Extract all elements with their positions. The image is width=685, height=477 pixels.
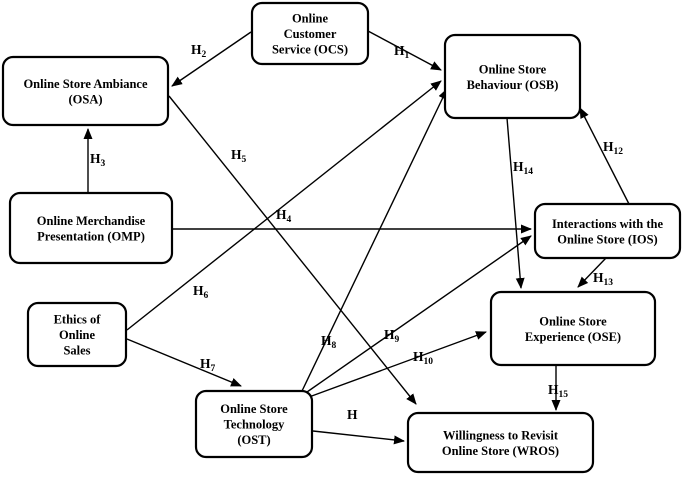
ethics-of-online-sales-box: [26, 301, 128, 368]
edge-label-h4: H4: [276, 207, 292, 225]
edge-ocs-to-osb: [367, 30, 442, 71]
edge-label-h: H: [347, 407, 358, 422]
edge-ost-to-ose: [308, 331, 487, 398]
online-customer-service-box: [250, 1, 370, 66]
edge-label-h5: H5: [231, 147, 247, 165]
online-store-experience-box: [489, 290, 657, 367]
edge-osa-to-wros: [168, 95, 417, 405]
edge-label-h12: H12: [603, 139, 623, 157]
online-store-behaviour-box: [443, 33, 582, 120]
edge-ost-to-osb: [301, 88, 448, 392]
edge-label-h14: H14: [513, 159, 533, 177]
node-online-store-ambiance: Online Store Ambiance(OSA): [1, 55, 170, 127]
edge-eos-to-ost: [126, 338, 242, 387]
interactions-with-online-store-box: [533, 202, 682, 260]
edge-label-h1: H1: [394, 43, 410, 61]
edge-label-h13: H13: [593, 270, 613, 288]
willingness-to-revisit-online-store-box: [406, 411, 595, 474]
edge-label-h2: H2: [191, 42, 207, 60]
online-store-technology-box: [194, 389, 314, 459]
edge-ost-to-ios: [306, 235, 532, 393]
edge-label-h6: H6: [193, 283, 209, 301]
edge-label-h7: H7: [200, 356, 216, 374]
online-store-ambiance-label: Online Store Ambiance(OSA): [23, 77, 148, 107]
edge-label-h15: H15: [548, 382, 568, 400]
edge-ios-to-osb: [579, 107, 630, 205]
edge-eos-to-osb: [126, 80, 442, 331]
edge-ocs-to-osa: [171, 31, 252, 87]
edge-label-h10: H10: [413, 349, 433, 367]
edge-label-h8: H8: [321, 333, 337, 351]
edge-ost-to-wros: [312, 430, 405, 445]
online-merchandise-presentation-box: [8, 191, 174, 265]
edge-osb-to-ose: [506, 117, 525, 289]
edge-label-h9: H9: [384, 327, 400, 345]
online-store-ambiance-box: [1, 55, 170, 127]
edge-ios-to-ose: [577, 257, 607, 288]
edge-label-h3: H3: [90, 151, 106, 169]
